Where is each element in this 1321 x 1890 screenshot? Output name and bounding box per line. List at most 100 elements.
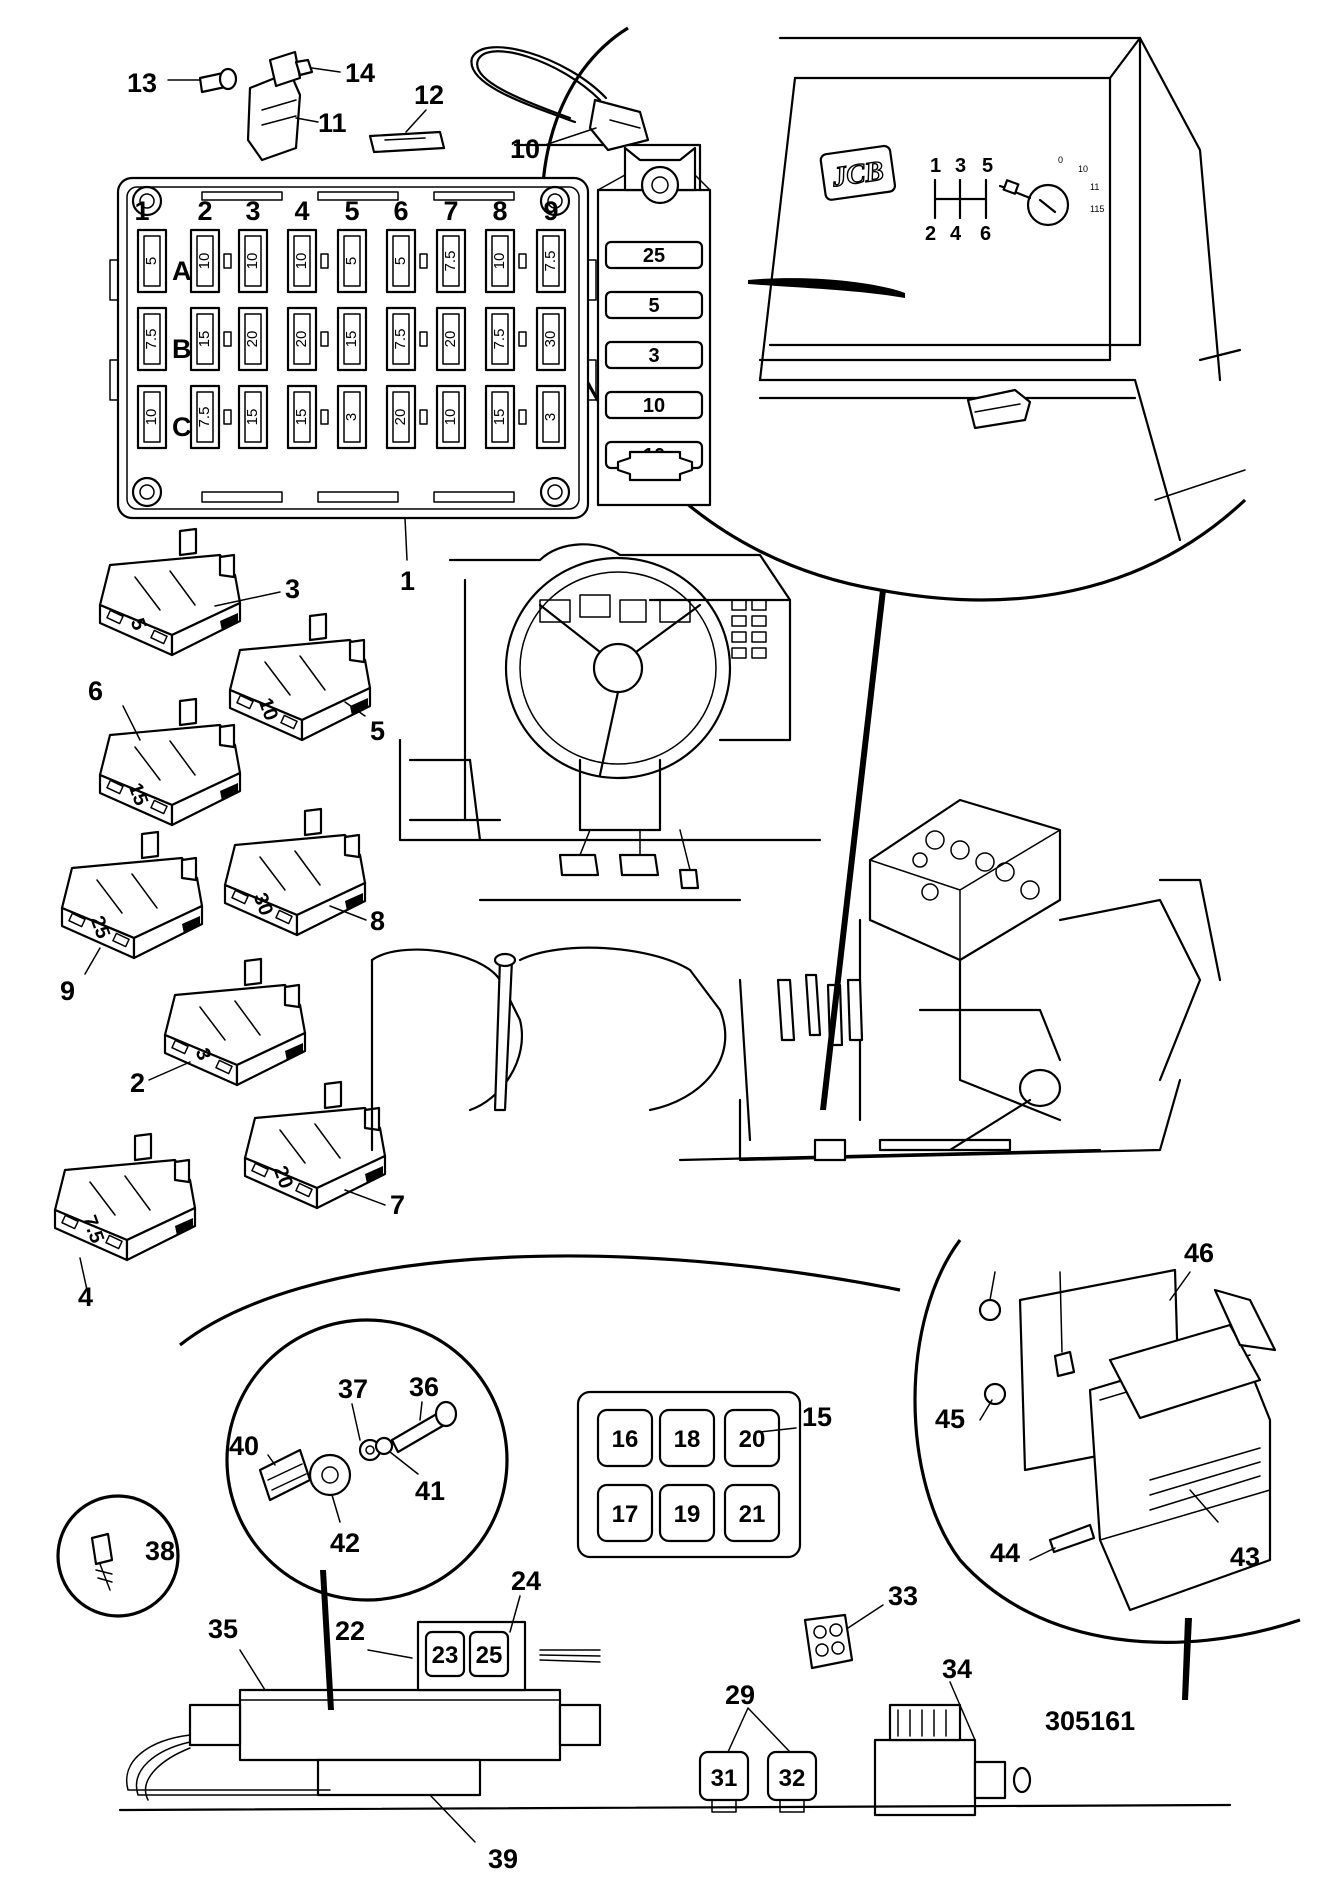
svg-text:0: 0 (1058, 155, 1063, 165)
loose-fuse: 10 (228, 612, 372, 742)
relay-socket: 18 (658, 1408, 716, 1468)
fuse-cell: 3 (535, 384, 567, 450)
spare-fuse: 5 (604, 290, 704, 320)
relay-23-label: 23 (432, 1642, 459, 1669)
nut-14 (294, 58, 314, 77)
fuse-cell: 10 (136, 384, 168, 450)
callout-41: 43 (1230, 1542, 1260, 1572)
fuse-rating: 20 (442, 331, 459, 348)
fuse-rating: 15 (196, 331, 213, 348)
fuse-column-label: 7 (443, 196, 458, 226)
relay-number: 17 (612, 1501, 639, 1528)
fuse-cell: 10 (435, 384, 467, 450)
fuse-row-label: B (172, 334, 192, 364)
ecu-inset (913, 1239, 1301, 1700)
svg-text:6: 6 (980, 223, 991, 245)
fuse-cell: 10 (484, 228, 527, 294)
callout-44: 46 (1184, 1238, 1214, 1268)
fuse-column-label: 8 (492, 196, 507, 226)
fuse-cell: 20 (286, 306, 329, 372)
fuse-rating: 7.5 (143, 329, 160, 350)
relay-number: 20 (739, 1426, 766, 1453)
fuse-cell: 10 (237, 228, 269, 294)
callout-31: 33 (888, 1581, 918, 1611)
callout-22: 22 (335, 1616, 365, 1646)
spare-fuse: 10 (604, 390, 704, 420)
drawing-number: 305161 (1045, 1706, 1135, 1736)
callout-33: 35 (208, 1614, 238, 1644)
relay-socket: 19 (658, 1483, 716, 1543)
callout-35: 37 (338, 1374, 368, 1404)
fuse-rating: 5 (392, 257, 409, 265)
fuse-rating: 10 (491, 253, 508, 270)
sender-32 (873, 1703, 1032, 1817)
callout-11: 11 (318, 108, 347, 138)
callout-34: 36 (409, 1372, 439, 1402)
label-12 (368, 130, 446, 154)
svg-text:2: 2 (925, 223, 936, 245)
fuse-row-label: C (172, 412, 192, 442)
fuse-rating: 20 (244, 331, 261, 348)
screw-13 (198, 67, 238, 94)
relay-socket: 16 (596, 1408, 654, 1468)
spare-fuse-rating: 5 (648, 295, 659, 317)
callout-28: 29 (725, 1680, 755, 1710)
fuse-cell: 15 (237, 384, 269, 450)
svg-text:5: 5 (982, 155, 993, 177)
fuse-cell: 7.5 (435, 228, 467, 294)
connector-31 (803, 1613, 854, 1670)
callout-6: 6 (88, 676, 103, 706)
loose-fuse: 20 (243, 1080, 387, 1210)
callout-labels: 13 14 11 12 10 1 3 5 6 8 9 2 7 4 15 22 2… (60, 58, 1260, 1874)
fuse-rating: 3 (343, 413, 360, 421)
fuse-cell: 7.5 (385, 306, 428, 372)
relays-29-30: 31 32 (698, 1707, 818, 1813)
fuse-row-label: A (172, 256, 192, 286)
fuse-cell: 7.5 (484, 306, 527, 372)
fuse-column-label: 1 (134, 196, 149, 226)
fuse-cell: 7.5 (189, 384, 232, 450)
spare-fuse-rating: 25 (643, 245, 665, 267)
callout-5: 5 (370, 716, 385, 746)
fuse-rating: 30 (542, 331, 559, 348)
svg-text:4: 4 (950, 223, 962, 245)
svg-text:11: 11 (1090, 182, 1099, 192)
fuse-column-label: 6 (393, 196, 408, 226)
svg-text:32: 32 (779, 1765, 806, 1792)
callout-39: 41 (415, 1476, 445, 1506)
spare-fuse-rating: 10 (643, 395, 665, 417)
callout-40: 42 (330, 1528, 360, 1558)
callout-13: 13 (127, 68, 157, 98)
fuse-puller-10 (470, 46, 650, 152)
fuse-rating: 10 (244, 253, 261, 270)
loose-fuse: 25 (60, 830, 204, 960)
fuse-rating: 7.5 (491, 329, 508, 350)
callout-37: 39 (488, 1844, 518, 1874)
gear-pattern: 1 3 5 2 4 6 (925, 155, 993, 245)
fuse-rating: 10 (143, 409, 160, 426)
fuse-cell: 7.5 (136, 306, 168, 372)
fuse-cell: 5 (136, 228, 168, 294)
loose-fuse: 7.5 (53, 1132, 197, 1262)
spare-fuse: 3 (604, 340, 704, 370)
svg-text:115: 115 (1090, 204, 1104, 214)
fuse-rating: 10 (293, 253, 310, 270)
fuse-cell: 15 (189, 306, 232, 372)
callout-10: 10 (510, 134, 540, 164)
dashboard-inset: JCB 1 3 5 2 4 6 0 10 11 115 (540, 26, 1247, 602)
fuse-cell: 30 (535, 306, 567, 372)
fuse-cell: 7.5 (535, 228, 567, 294)
fuse-rating: 3 (542, 413, 559, 421)
callout-14: 14 (345, 58, 375, 88)
callout-43: 45 (935, 1404, 965, 1434)
fuse-column-label: 9 (543, 196, 558, 226)
fuse-cell: 15 (286, 384, 329, 450)
svg-text:1: 1 (930, 155, 941, 177)
callout-15: 15 (802, 1402, 832, 1432)
ignition-switch-icon: 0 10 11 115 (998, 155, 1104, 227)
svg-text:3: 3 (955, 155, 966, 177)
relay-number: 21 (739, 1501, 766, 1528)
callout-1: 1 (400, 566, 415, 596)
